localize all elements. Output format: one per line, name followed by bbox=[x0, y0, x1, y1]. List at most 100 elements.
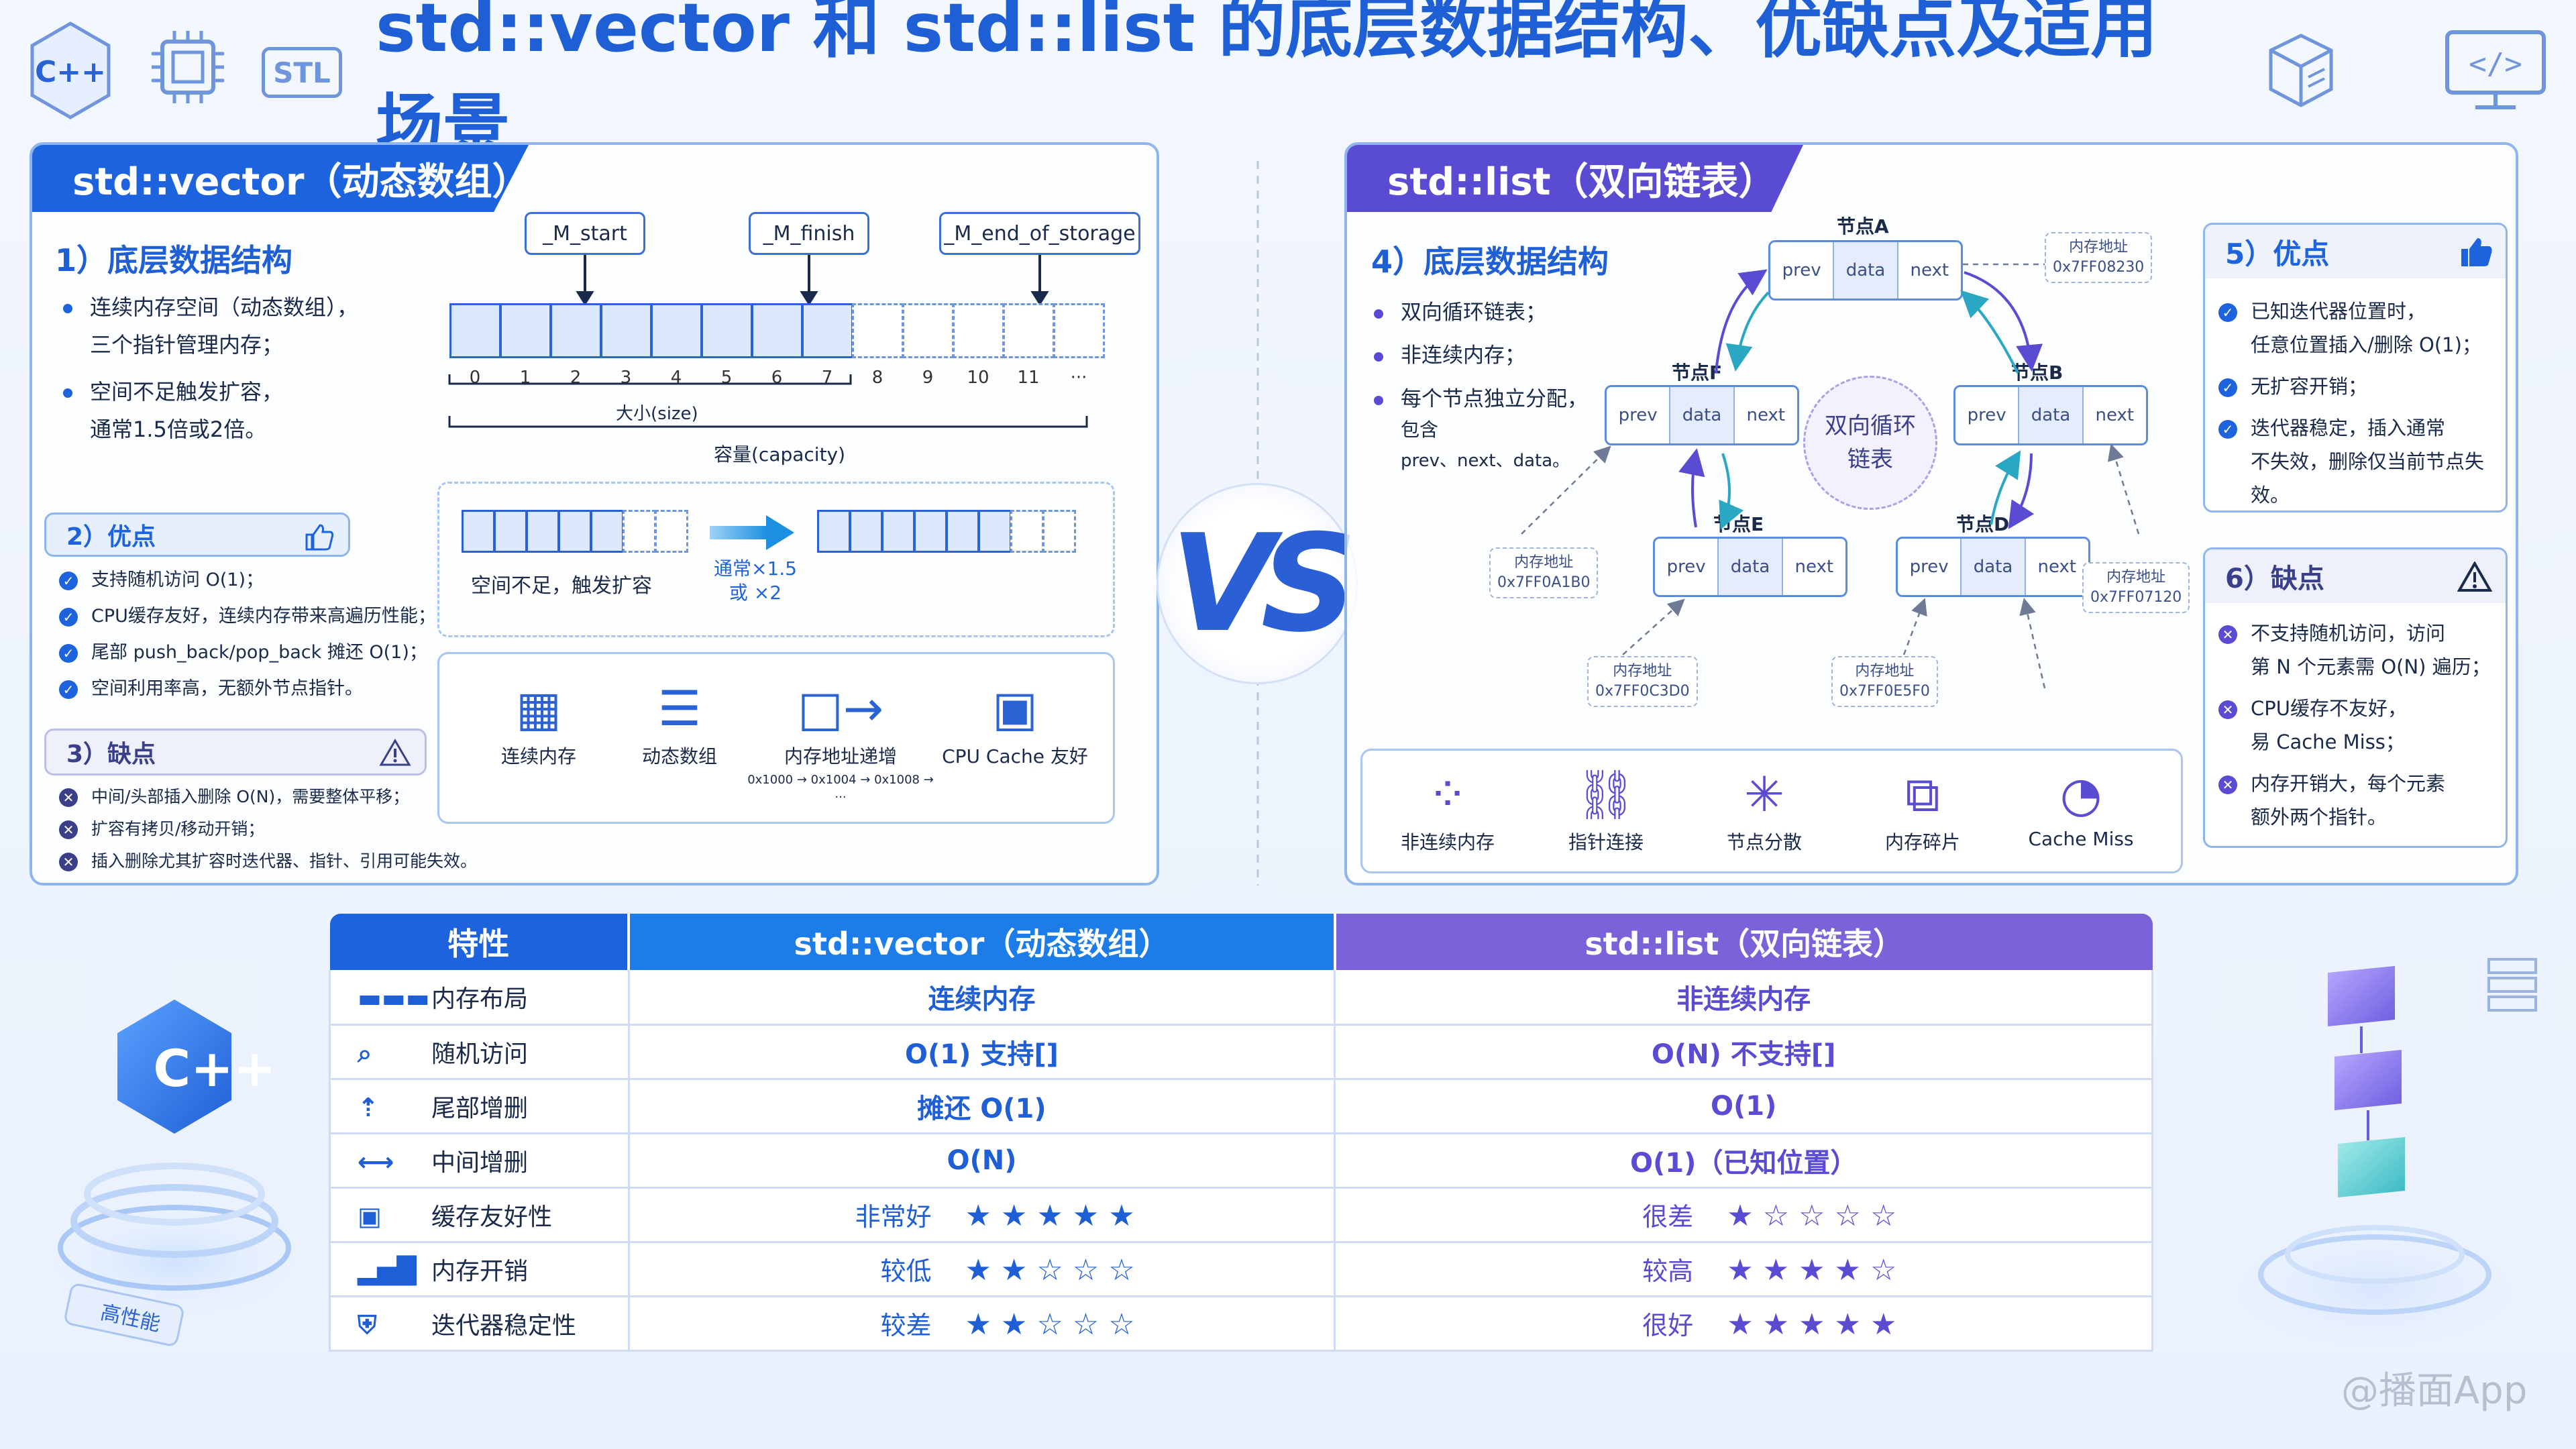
growth-cell-after bbox=[946, 510, 979, 553]
vector-text: O(N) bbox=[947, 1144, 1017, 1176]
list-cell: 较高★★★★☆ bbox=[1334, 1242, 2153, 1297]
node-field: next bbox=[2095, 405, 2135, 425]
node-field: next bbox=[1746, 405, 1786, 425]
con-text: 易 Cache Miss； bbox=[2251, 731, 2405, 753]
table-row: ▣缓存友好性非常好★★★★★很差★☆☆☆☆ bbox=[329, 1187, 2153, 1243]
svg-text:</>: </> bbox=[2469, 47, 2522, 81]
list-rating-text: 较高 bbox=[1642, 1256, 1694, 1286]
feature-cell: ⇡尾部增删 bbox=[329, 1079, 629, 1134]
array-cell bbox=[600, 303, 652, 358]
feature-item: ⛓指针连接 bbox=[1532, 761, 1680, 855]
th-feature: 特性 bbox=[329, 914, 629, 970]
node-field: prev bbox=[1655, 539, 1719, 595]
cpp-pedestal-text: C++ bbox=[153, 1038, 276, 1098]
vector-rating-text: 非常好 bbox=[855, 1202, 932, 1232]
link-icon: ⛓ bbox=[1575, 766, 1637, 822]
con-line: 额外两个指针。 bbox=[2218, 800, 2491, 834]
node-field: next bbox=[2037, 557, 2077, 577]
pro-text: 空间利用率高，无额外节点指针。 bbox=[91, 678, 363, 699]
th-vector: std::vector（动态数组） bbox=[627, 914, 1335, 970]
node-a-label: 节点A bbox=[1837, 215, 1889, 237]
array-index: 3 bbox=[620, 368, 632, 388]
list-text: 非连续内存 bbox=[1676, 983, 1811, 1015]
array-index: 6 bbox=[771, 368, 783, 388]
array-cell bbox=[802, 303, 853, 358]
array-cell bbox=[550, 303, 602, 358]
check-icon: ✓ bbox=[2218, 303, 2237, 322]
list-item: ✓支持随机访问 O(1)； bbox=[59, 562, 436, 598]
pro-line: ✓已知迭代器位置时， bbox=[2218, 294, 2506, 328]
vector-structure-title: 1）底层数据结构 bbox=[55, 242, 293, 278]
code-monitor-icon: </> bbox=[2442, 27, 2549, 114]
feature-text: 迭代器稳定性 bbox=[431, 1311, 577, 1340]
vector-rating-text: 较低 bbox=[880, 1256, 932, 1286]
array-cell bbox=[751, 303, 803, 358]
thumbs-up-icon bbox=[305, 524, 333, 551]
con-text: 内存开销大，每个元素 bbox=[2251, 772, 2446, 795]
scattered-memory-icon: ⁘ bbox=[1427, 766, 1468, 822]
bar-chart-icon: ▂▅█ bbox=[358, 1255, 417, 1285]
feature-item: ✳节点分散 bbox=[1690, 761, 1838, 855]
con-line: ✕CPU缓存不友好， bbox=[2218, 692, 2491, 725]
vs-badge: VS bbox=[1157, 483, 1358, 684]
con-text: 插入删除尤其扩容时迭代器、指针、引用可能失效。 bbox=[91, 851, 478, 871]
pro-line: ✓无扩容开销； bbox=[2218, 370, 2506, 403]
list-pros-list: ✓已知迭代器位置时，任意位置插入/删除 O(1)；✓无扩容开销；✓迭代器稳定，插… bbox=[2218, 294, 2506, 520]
cube-icon bbox=[2261, 27, 2341, 114]
list-structure-title: 4）底层数据结构 bbox=[1371, 244, 1609, 280]
feature-label: 连续内存 bbox=[500, 745, 576, 767]
feature-text: 内存开销 bbox=[431, 1257, 529, 1285]
vector-cell: 较低★★☆☆☆ bbox=[627, 1242, 1335, 1297]
node-field: prev bbox=[1607, 387, 1671, 443]
list-item: ✕CPU缓存不友好， 易 Cache Miss； bbox=[2218, 692, 2491, 759]
node-field: data bbox=[1670, 387, 1735, 443]
check-icon: ✓ bbox=[2218, 378, 2237, 397]
check-icon: ✓ bbox=[2218, 420, 2237, 439]
con-line: 易 Cache Miss； bbox=[2218, 725, 2491, 759]
table-row: ⇡尾部增删摊还 O(1)O(1) bbox=[329, 1079, 2153, 1134]
cpp-hex-icon: C++ bbox=[27, 20, 114, 121]
con-text: 扩容有拷贝/移动开销； bbox=[91, 819, 265, 839]
array-index: 2 bbox=[570, 368, 582, 388]
array-index: 8 bbox=[871, 368, 883, 388]
pro-line: 任意位置插入/删除 O(1)； bbox=[2218, 328, 2506, 362]
growth-cell-before bbox=[655, 510, 688, 553]
list-structure-bullets: 双向循环链表； 非连续内存； 每个节点独立分配， 包含 prev、next、da… bbox=[1374, 291, 1588, 476]
feature-item: ▣CPU Cache 友好 bbox=[938, 675, 1092, 769]
address-increment-icon: □→ bbox=[797, 680, 884, 737]
size-capacity-brackets bbox=[448, 374, 1088, 428]
capacity-label: 容量(capacity) bbox=[714, 443, 846, 466]
list-cell: 很差★☆☆☆☆ bbox=[1334, 1187, 2153, 1243]
list-text: O(1)（已知位置） bbox=[1629, 1147, 1858, 1179]
x-icon: ✕ bbox=[59, 788, 78, 807]
list-item: ✕不支持随机访问，访问第 N 个元素需 O(N) 遍历； bbox=[2218, 616, 2491, 684]
node-field: next bbox=[1910, 260, 1949, 280]
ptr-end-of-storage: _M_end_of_storage bbox=[939, 212, 1140, 255]
array-list-icon: ☰ bbox=[657, 680, 702, 737]
vector-text: O(1) 支持[] bbox=[905, 1038, 1059, 1070]
array-cell bbox=[953, 303, 1004, 358]
node-field: data bbox=[1962, 539, 2026, 595]
feature-label: 动态数组 bbox=[641, 745, 717, 767]
pointer-arrows bbox=[576, 255, 1049, 306]
feature-label: 节点分散 bbox=[1726, 831, 1802, 853]
pro-text: 任意位置插入/删除 O(1)； bbox=[2251, 333, 2481, 356]
list-cons-title: 6）缺点 bbox=[2205, 549, 2506, 603]
gauge-icon: ◔ bbox=[2059, 766, 2102, 822]
list-cell: O(1) bbox=[1334, 1079, 2153, 1134]
growth-box bbox=[437, 482, 1115, 637]
comparison-table: 特性 std::vector（动态数组） std::list（双向链表） ▬▬▬… bbox=[329, 914, 2153, 1352]
feature-text: 内存布局 bbox=[431, 985, 529, 1013]
warning-icon bbox=[2457, 561, 2492, 592]
array-cell bbox=[902, 303, 954, 358]
table-row: ▂▅█ 内存开销 较低★★☆☆☆较高★★★★☆ bbox=[329, 1242, 2153, 1297]
cpu-chip-icon: ▣ bbox=[991, 680, 1038, 737]
growth-cell-before bbox=[462, 510, 495, 553]
search-icon: ⌕ bbox=[358, 1038, 372, 1068]
feature-cell: ▬▬▬内存布局 bbox=[329, 970, 629, 1026]
